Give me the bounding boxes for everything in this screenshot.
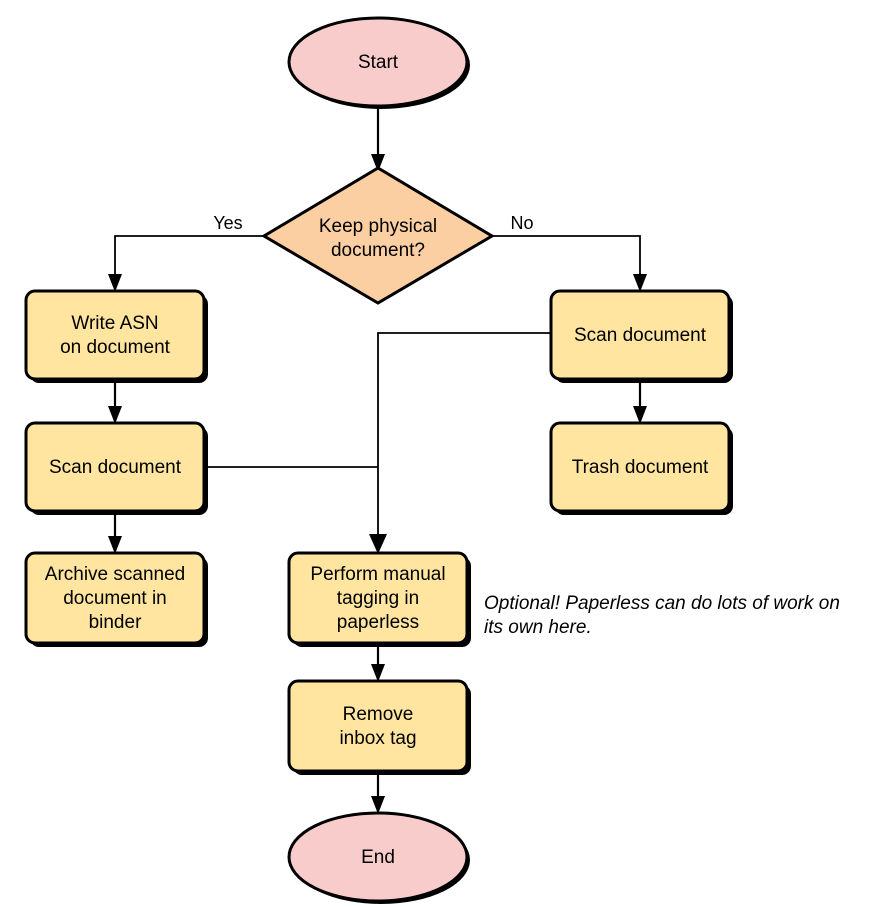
node-remove-inbox-tag-label-line-1: Remove <box>343 704 414 725</box>
node-archive-scanned-document-in-binder[interactable]: Archive scanned document in binder <box>24 551 208 647</box>
optional-note-line-1: Optional! Paperless can do lots of work … <box>484 593 840 614</box>
connector-layer <box>108 106 647 814</box>
edge-junction-arrow <box>369 534 387 554</box>
node-write-asn-on-document[interactable]: Write ASN on document <box>24 289 208 383</box>
edge-start-to-decision <box>371 106 385 172</box>
optional-note: Optional! Paperless can do lots of work … <box>484 593 840 638</box>
optional-note-line-2: its own here. <box>484 617 592 638</box>
node-trash-document-label: Trash document <box>572 457 709 478</box>
node-remove-inbox-tag-label-line-2: inbox tag <box>339 728 416 749</box>
node-scan-document-right-label: Scan document <box>574 325 707 346</box>
node-perform-manual-tagging-in-paperless[interactable]: Perform manual tagging in paperless <box>287 551 471 647</box>
edge-remove-inbox-to-end <box>371 771 385 814</box>
edge-label-no: No <box>510 213 533 233</box>
edge-decision-to-scan-right <box>492 235 647 292</box>
node-scan-document-right[interactable]: Scan document <box>549 289 733 383</box>
edge-write-asn-to-scan-left <box>108 379 122 424</box>
node-keep-physical-document-label-line-1: Keep physical <box>319 216 437 237</box>
node-archive-label-line-2: document in <box>63 588 167 609</box>
node-write-asn-label-line-1: Write ASN <box>71 313 158 334</box>
node-archive-label-line-1: Archive scanned <box>45 564 185 585</box>
node-scan-document-left[interactable]: Scan document <box>24 421 208 515</box>
node-trash-document[interactable]: Trash document <box>549 421 733 515</box>
node-tagging-label-line-2: tagging in <box>337 588 419 609</box>
node-tagging-label-line-1: Perform manual <box>310 564 445 585</box>
edge-scan-right-to-tagging <box>377 332 551 543</box>
edge-scan-left-to-archive <box>108 511 122 554</box>
node-tagging-label-line-3: paperless <box>337 612 419 633</box>
edge-decision-to-write-asn <box>108 235 264 292</box>
node-keep-physical-document-label-line-2: document? <box>331 240 425 261</box>
node-end[interactable]: End <box>287 811 470 904</box>
edge-scan-right-to-trash <box>633 379 647 424</box>
node-remove-inbox-tag[interactable]: Remove inbox tag <box>287 679 471 775</box>
edge-tagging-to-remove-inbox <box>371 643 385 682</box>
node-archive-label-line-3: binder <box>89 612 142 633</box>
node-scan-document-left-label: Scan document <box>49 457 182 478</box>
node-start[interactable]: Start <box>287 16 470 109</box>
node-end-label: End <box>361 847 395 868</box>
node-write-asn-label-line-2: on document <box>60 337 171 358</box>
node-start-label: Start <box>358 52 399 73</box>
node-keep-physical-document[interactable]: Keep physical document? <box>261 166 495 305</box>
edge-label-yes: Yes <box>213 213 242 233</box>
